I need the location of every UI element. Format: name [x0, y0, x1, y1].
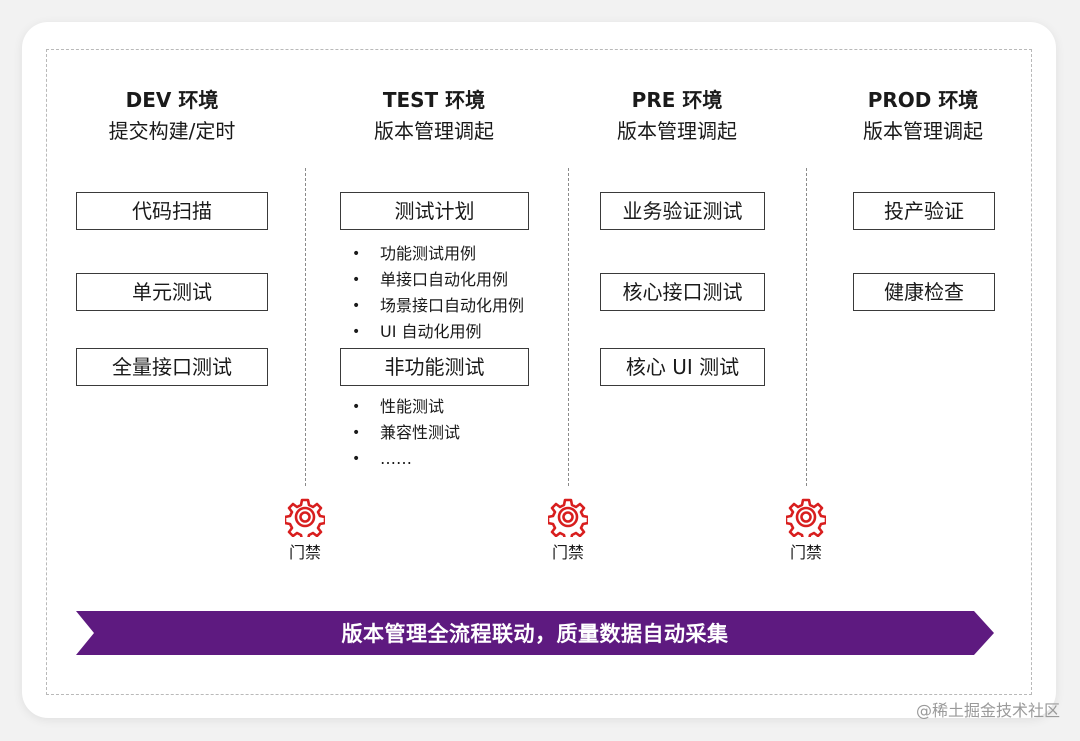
dashed-frame [46, 49, 1032, 695]
box-business-verify: 业务验证测试 [600, 192, 765, 230]
gear-icon [285, 498, 325, 537]
gate-3: 门禁 [776, 497, 836, 563]
list-item: 兼容性测试 [352, 420, 460, 446]
pre-subtitle: 版本管理调起 [617, 119, 737, 143]
test-title: TEST 环境 [382, 88, 486, 112]
dev-title: DEV 环境 [125, 88, 219, 112]
box-core-ui-test: 核心 UI 测试 [600, 348, 765, 386]
list-item: 功能测试用例 [352, 241, 524, 267]
gear-icon [548, 498, 588, 537]
gear-icon [786, 498, 826, 537]
divider-dev-test [305, 168, 306, 486]
box-full-api-test: 全量接口测试 [76, 348, 268, 386]
gate-2: 门禁 [538, 497, 598, 563]
box-release-verify: 投产验证 [853, 192, 995, 230]
divider-test-pre [568, 168, 569, 486]
list-item: 单接口自动化用例 [352, 267, 524, 293]
non-functional-list: 性能测试 兼容性测试 …… [352, 394, 460, 472]
divider-pre-prod [806, 168, 807, 486]
prod-subtitle: 版本管理调起 [863, 119, 983, 143]
box-test-plan: 测试计划 [340, 192, 529, 230]
dev-subtitle: 提交构建/定时 [108, 119, 236, 143]
box-code-scan: 代码扫描 [76, 192, 268, 230]
box-non-functional-test: 非功能测试 [340, 348, 529, 386]
test-subtitle: 版本管理调起 [374, 119, 494, 143]
flow-banner-arrow: 版本管理全流程联动，质量数据自动采集 [76, 611, 994, 655]
list-item: 场景接口自动化用例 [352, 293, 524, 319]
gate-label: 门禁 [288, 543, 321, 562]
list-item: …… [352, 446, 460, 472]
prod-title: PROD 环境 [867, 88, 979, 112]
pre-title: PRE 环境 [631, 88, 723, 112]
watermark: @稀土掘金技术社区 [915, 701, 1060, 720]
gate-label: 门禁 [551, 543, 584, 562]
arrow-shape [76, 611, 994, 655]
banner-text: 版本管理全流程联动，质量数据自动采集 [341, 622, 729, 646]
test-plan-list: 功能测试用例 单接口自动化用例 场景接口自动化用例 UI 自动化用例 [352, 241, 524, 345]
gate-1: 门禁 [275, 497, 335, 563]
box-core-api-test: 核心接口测试 [600, 273, 765, 311]
box-health-check: 健康检查 [853, 273, 995, 311]
list-item: 性能测试 [352, 394, 460, 420]
gate-label: 门禁 [789, 543, 822, 562]
list-item: UI 自动化用例 [352, 319, 524, 345]
box-unit-test: 单元测试 [76, 273, 268, 311]
